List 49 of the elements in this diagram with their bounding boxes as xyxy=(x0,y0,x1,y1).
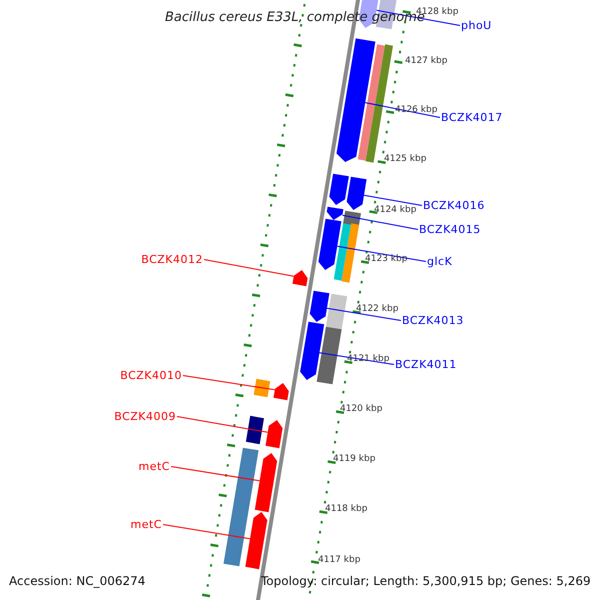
footer-text: Accession: NC_006274 xyxy=(9,575,146,587)
gene-bar xyxy=(246,416,264,444)
gene-label: BCZK4017 xyxy=(441,112,503,123)
gene-label: glcK xyxy=(427,256,452,267)
leader-line xyxy=(162,524,250,540)
tick-label: 4119 kbp xyxy=(333,455,376,464)
tick-label: 4118 kbp xyxy=(325,505,368,514)
leader-line xyxy=(182,375,276,390)
gene-block xyxy=(254,453,278,512)
gene-block xyxy=(336,38,376,162)
leader-line xyxy=(364,194,422,206)
gene-label: metC xyxy=(130,519,162,530)
tick-label: 4123 kbp xyxy=(365,255,408,264)
gene-bar xyxy=(334,223,351,281)
gene-bar xyxy=(224,448,259,566)
gene-label: BCZK4010 xyxy=(120,370,182,381)
gene-block xyxy=(292,270,308,286)
gene-block xyxy=(346,176,367,210)
gene-label: BCZK4009 xyxy=(114,411,176,422)
gene-bar xyxy=(316,326,342,384)
gene-label: metC xyxy=(138,461,170,472)
leader-line xyxy=(204,259,294,277)
tick-label: 4120 kbp xyxy=(340,405,382,414)
footer-text: Topology: circular; Length: 5,300,915 bp; Genes: 5,269 xyxy=(261,575,591,587)
leader-line xyxy=(326,308,402,321)
tick-label: 4122 kbp xyxy=(356,305,398,314)
gene-block xyxy=(274,383,289,400)
gene-block xyxy=(245,512,268,570)
tick-label: 4125 kbp xyxy=(384,155,426,164)
gene-label: BCZK4011 xyxy=(395,359,457,370)
leader-line xyxy=(170,466,260,482)
leader-line xyxy=(176,416,268,433)
gene-bar xyxy=(342,223,360,283)
gene-bar xyxy=(254,378,270,398)
tick-label: 4124 kbp xyxy=(374,206,416,215)
gene-label: phoU xyxy=(461,20,492,31)
gene-label: BCZK4015 xyxy=(419,224,481,235)
gene-label: BCZK4016 xyxy=(423,200,485,211)
tick-label: 4127 kbp xyxy=(405,57,448,66)
gene-bar xyxy=(358,44,385,161)
gene-block xyxy=(266,420,283,448)
leader-line xyxy=(342,214,418,230)
tick-label: 4117 kbp xyxy=(318,556,360,565)
leader-line xyxy=(376,10,460,26)
leader-line xyxy=(336,246,426,262)
gene-label: BCZK4013 xyxy=(402,315,464,326)
gene-bar xyxy=(326,294,348,330)
gene-block xyxy=(310,290,330,322)
gene-label: BCZK4012 xyxy=(141,254,203,265)
